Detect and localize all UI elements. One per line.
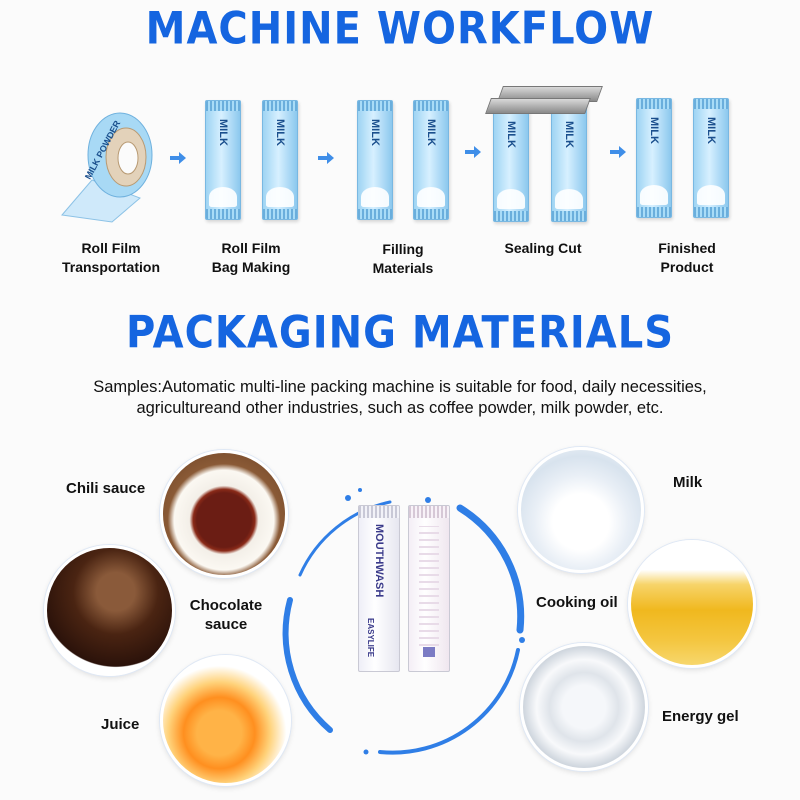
milk-powder-stick: MILK POWDER xyxy=(636,98,672,218)
stick-label: MILK POWDER xyxy=(369,119,381,146)
label-juice: Juice xyxy=(101,716,140,733)
workflow-title: MACHINE WORKFLOW xyxy=(145,3,655,55)
milk-powder-stick: MILK POWDER xyxy=(693,98,729,218)
mouthwash-packet-front: REFRESHING MOUTHWASH EASYLIFE xyxy=(358,505,400,672)
milk-powder-stick: MILK POWDER xyxy=(357,100,393,220)
milk-powder-stick: MILK POWDER xyxy=(262,100,298,220)
roll-film-image: MILK POWDER xyxy=(61,112,153,223)
stick-label: MILK POWDER xyxy=(217,119,229,146)
label-chili-sauce: Chili sauce xyxy=(66,480,146,497)
cooking-oil-image xyxy=(628,540,756,668)
step-label-sealing-cut: Sealing Cut xyxy=(504,240,582,256)
label-milk: Milk xyxy=(673,474,703,491)
milk-image xyxy=(518,447,644,573)
stick-label: MILK POWDER xyxy=(563,121,575,148)
arrow-right-icon xyxy=(465,146,481,158)
arrow-right-icon xyxy=(170,152,186,164)
label-cooking-oil: Cooking oil xyxy=(536,594,618,611)
mouthwash-packet-back xyxy=(408,505,450,672)
energy-gel-image xyxy=(520,643,648,771)
sealing-bar xyxy=(485,98,591,114)
stick-label: MILK POWDER xyxy=(425,119,437,146)
mouthwash-text: REFRESHING MOUTHWASH xyxy=(373,524,400,598)
description-line-2: agricultureand other industries, such as… xyxy=(136,399,664,417)
milk-powder-stick: MILK POWDER xyxy=(413,100,449,220)
milk-powder-stick: MILK POWDER xyxy=(205,100,241,220)
arrow-right-icon xyxy=(318,152,334,164)
brand-text: EASYLIFE xyxy=(366,617,375,657)
label-energy-gel: Energy gel xyxy=(662,708,739,725)
stick-label: MILK POWDER xyxy=(648,117,660,144)
description-line-1: Samples:Automatic multi-line packing mac… xyxy=(93,378,707,396)
chili-sauce-image xyxy=(160,450,288,578)
packaging-title: PACKAGING MATERIALS xyxy=(125,307,675,359)
stick-label: MILK POWDER xyxy=(505,121,517,148)
juice-image xyxy=(160,655,291,786)
milk-powder-stick: MILK POWDER xyxy=(551,102,587,222)
stick-label: MILK POWDER xyxy=(274,119,286,146)
chocolate-sauce-image xyxy=(44,545,175,676)
arrow-right-icon xyxy=(610,146,626,158)
milk-powder-stick: MILK POWDER xyxy=(493,102,529,222)
center-ring xyxy=(282,488,525,755)
stick-label: MILK POWDER xyxy=(705,117,717,144)
